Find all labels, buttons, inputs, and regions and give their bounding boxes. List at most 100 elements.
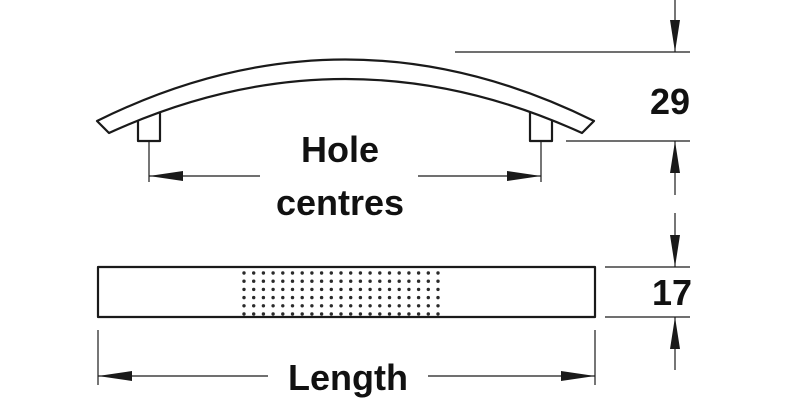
pattern-dot (358, 295, 363, 300)
pattern-dot (407, 312, 411, 316)
pattern-dot (426, 287, 430, 292)
pattern-dot (281, 279, 285, 283)
pattern-dot (281, 295, 285, 300)
pattern-dot (358, 287, 363, 292)
pattern-dot (397, 304, 401, 308)
pattern-dot (349, 295, 353, 300)
pattern-dot (252, 279, 256, 283)
pattern-dot (349, 271, 353, 275)
pattern-dot (281, 271, 285, 275)
pattern-dot (387, 312, 392, 316)
pattern-dot (358, 271, 363, 275)
pattern-dot (368, 304, 372, 308)
pattern-dot (329, 312, 333, 316)
pattern-dot (436, 287, 440, 292)
pattern-dot (339, 279, 343, 283)
pattern-dot (426, 312, 430, 316)
depth-arrow-bottom (670, 317, 680, 349)
handle-bow (95, 58, 596, 135)
pattern-dot (310, 312, 314, 316)
hole-centres-label-line1: Hole (301, 129, 379, 170)
pattern-dot (436, 295, 440, 300)
pattern-dot (290, 279, 295, 283)
dot-pattern (242, 271, 440, 316)
length-arrow-left (98, 371, 132, 381)
handle-plan-outline (96, 265, 597, 319)
pattern-dot (349, 279, 353, 283)
pattern-dot (329, 271, 333, 275)
pattern-dot (310, 304, 314, 308)
pattern-dot (358, 312, 363, 316)
pattern-dot (368, 271, 372, 275)
pattern-dot (436, 312, 440, 316)
pattern-dot (281, 312, 285, 316)
pattern-dot (252, 287, 256, 292)
length-label: Length (288, 357, 408, 398)
height-arrow-top (670, 20, 680, 52)
pattern-dot (281, 304, 285, 308)
pattern-dot (397, 279, 401, 283)
pattern-dot (407, 271, 411, 275)
pattern-dot (319, 295, 324, 300)
pattern-dot (310, 295, 314, 300)
pattern-dot (300, 304, 304, 308)
pattern-dot (319, 304, 324, 308)
pattern-dot (378, 271, 382, 275)
pattern-dot (339, 287, 343, 292)
pattern-dot (261, 295, 266, 300)
pattern-dot (242, 312, 246, 316)
pattern-dot (378, 287, 382, 292)
pattern-dot (252, 271, 256, 275)
height-value: 29 (650, 81, 690, 122)
height-dimension: 29 (455, 0, 690, 195)
pattern-dot (242, 295, 246, 300)
handle-side-view (95, 58, 596, 143)
pattern-dot (261, 312, 266, 316)
pattern-dot (416, 279, 421, 283)
pattern-dot (300, 312, 304, 316)
pattern-dot (358, 304, 363, 308)
pattern-dot (310, 271, 314, 275)
pattern-dot (368, 287, 372, 292)
pattern-dot (416, 304, 421, 308)
pattern-dot (397, 287, 401, 292)
height-arrow-bottom (670, 141, 680, 173)
pattern-dot (290, 287, 295, 292)
pattern-dot (349, 304, 353, 308)
pattern-dot (436, 304, 440, 308)
pattern-dot (407, 304, 411, 308)
pattern-dot (300, 287, 304, 292)
depth-arrow-top (670, 235, 680, 267)
length-dimension: Length (97, 330, 596, 398)
pattern-dot (339, 312, 343, 316)
pattern-dot (242, 287, 246, 292)
pattern-dot (319, 287, 324, 292)
pattern-dot (242, 279, 246, 283)
pattern-dot (319, 312, 324, 316)
pattern-dot (271, 271, 275, 275)
pattern-dot (436, 279, 440, 283)
pattern-dot (397, 271, 401, 275)
pattern-dot (300, 279, 304, 283)
pattern-dot (261, 287, 266, 292)
pattern-dot (378, 304, 382, 308)
pattern-dot (319, 271, 324, 275)
pattern-dot (252, 295, 256, 300)
pattern-dot (397, 312, 401, 316)
pattern-dot (387, 279, 392, 283)
handle-top-view (96, 265, 597, 319)
hole-centres-arrow-right (507, 171, 541, 181)
pattern-dot (349, 312, 353, 316)
hole-centres-label-line2: centres (276, 182, 404, 223)
pattern-dot (358, 279, 363, 283)
pattern-dot (349, 287, 353, 292)
length-arrow-right (561, 371, 595, 381)
pattern-dot (397, 295, 401, 300)
pattern-dot (426, 271, 430, 275)
pattern-dot (261, 279, 266, 283)
pattern-dot (407, 295, 411, 300)
pattern-dot (426, 279, 430, 283)
pattern-dot (368, 312, 372, 316)
pattern-dot (271, 304, 275, 308)
